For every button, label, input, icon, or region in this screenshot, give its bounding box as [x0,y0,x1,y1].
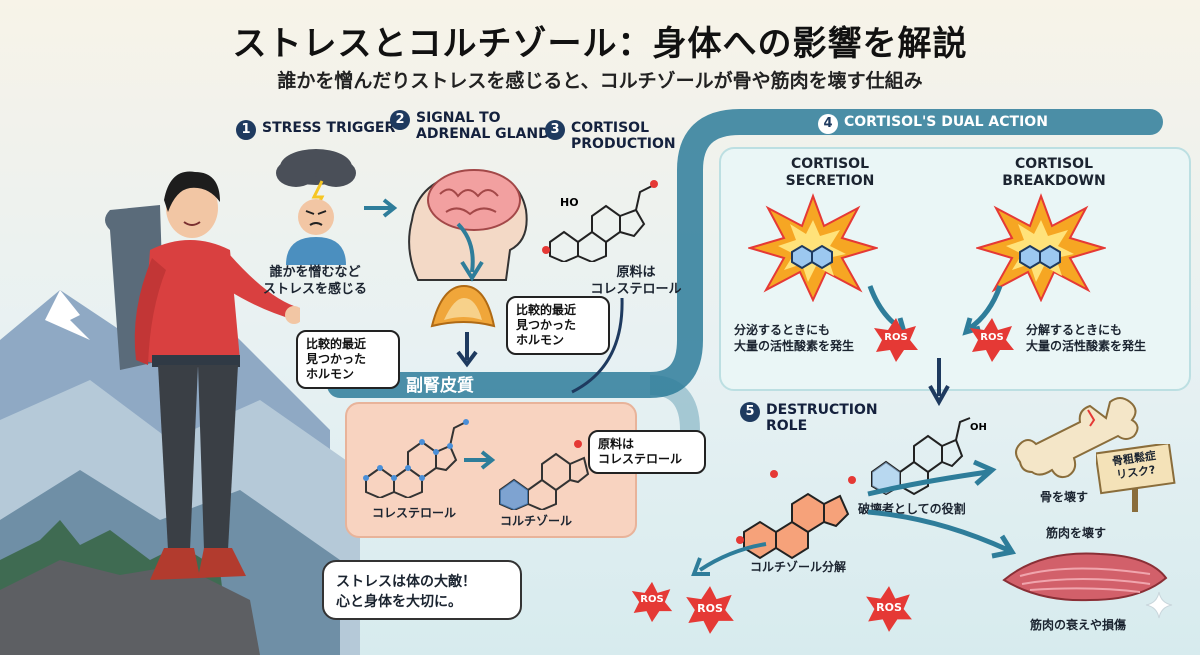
adrenal-cortex-panel [345,402,637,538]
arrow-icon [364,198,398,218]
speech-bubble-hormone: 比較的最近 見つかった ホルモン [506,296,610,355]
molecule-ho: HO [560,196,579,209]
step-label-line: ADRENAL GLAND [416,126,550,142]
molecule-oh: OH [970,422,986,433]
message-line: 心と身体を大切に。 [336,594,462,610]
cholesterol-molecule-icon [363,419,469,498]
step-5-header: 5 DESTRUCTION ROLE [740,402,878,434]
step-4-header: 4 CORTISOL'S DUAL ACTION [818,114,1048,134]
step-label-line: ROLE [766,418,808,434]
step-number: 1 [236,120,256,140]
ros-label: ROS [640,594,664,605]
step-label: STRESS TRIGGER [262,120,396,136]
message-line: ストレスは体の大敵！ [336,574,476,590]
step-number: 2 [390,110,410,130]
step-label: DESTRUCTION ROLE [766,402,878,434]
label-line: BREAKDOWN [1002,173,1106,189]
arrow-icon [464,450,496,470]
arrow-icon [456,222,484,282]
step-3-caption: 原料は コレステロール [586,264,686,298]
step-3-header: 3 CORTISOL PRODUCTION [545,120,676,152]
step-1-caption: 誰かを憎むなど ストレスを感じる [250,264,380,298]
muscle-icon [1002,552,1168,602]
explosion-icon [976,193,1106,302]
muscle-break-label: 筋肉を壊す [1046,526,1107,540]
bubble-line: 見つかった [306,352,367,366]
caption-line: 大量の活性酸素を発生 [1026,339,1147,353]
explosion-icon [748,193,878,302]
cortisol-molecule-icon [499,440,590,510]
ros-label: ROS [884,332,908,343]
label-line: CORTISOL [791,156,869,172]
ros-icon [631,581,673,623]
adrenal-gland-icon [430,284,496,328]
caption-line: 分泌するときにも [734,323,831,337]
connector-line [571,297,624,394]
step-number: 5 [740,402,760,422]
step-1-header: 1 STRESS TRIGGER [236,120,395,140]
sparkle-icon [1145,591,1173,619]
storm-cloud-icon [276,149,356,265]
cholesterol-label: コレステロール [372,506,457,520]
cortisol-label: コルチゾール [500,514,573,528]
caption-line: 原料は [616,265,656,280]
step-number: 3 [545,120,565,140]
page-title: ストレスとコルチゾール：身体への影響を解説 [232,24,968,64]
cortisol-breakdown-label: コルチゾール分解 [750,560,847,574]
bubble-line: コレステロール [598,452,683,466]
bone-break-label: 骨を壊す [1040,490,1089,504]
speech-bubble-hormone-left: 比較的最近 見つかった ホルモン [296,330,400,389]
secretion-caption: 分泌するときにも 大量の活性酸素を発生 [734,322,854,354]
ros-icon [874,318,918,362]
ros-icon [686,586,734,634]
step-label-line: CORTISOL [571,120,649,136]
bubble-line: 原料は [598,437,635,451]
bone-icon [1015,397,1139,479]
ros-icon [970,318,1014,362]
caption-line: ストレスを感じる [262,282,367,297]
page-subtitle: 誰かを憎んだりストレスを感じると、コルチゾールが骨や筋肉を壊す仕組み [277,70,923,92]
brain-icon [408,169,528,281]
bubble-line: 比較的最近 [306,337,367,351]
step-label-line: DESTRUCTION [766,402,878,418]
bubble-line: 見つかった [516,318,577,332]
step-label-line: SIGNAL TO [416,110,501,126]
arrow-icon [691,542,767,576]
breakdown-label: CORTISOL BREAKDOWN [994,156,1114,190]
caption-line: 分解するときにも [1026,323,1123,337]
caption-line: 誰かを憎むなど [269,265,361,280]
bubble-line: ホルモン [516,333,565,347]
ros-label: ROS [980,332,1004,343]
muscle-damage-label: 筋肉の衰えや損傷 [1030,618,1127,632]
breakdown-caption: 分解するときにも 大量の活性酸素を発生 [1026,322,1146,354]
steroid-molecule-icon: HO [542,180,658,262]
ros-label: ROS [876,601,902,614]
label-line: SECRETION [785,173,875,189]
ros-icon [866,586,912,632]
step-label: CORTISOL PRODUCTION [571,120,676,152]
step-2-header: 2 SIGNAL TO ADRENAL GLAND [390,110,550,142]
step-number: 4 [818,114,838,134]
label-line: CORTISOL [1015,156,1093,172]
bubble-line: 比較的最近 [516,303,577,317]
arrow-icon [456,332,478,368]
speech-bubble-raw-material: 原料は コレステロール [588,430,706,474]
warning-sign-icon [1096,444,1176,512]
step-label: SIGNAL TO ADRENAL GLAND [416,110,550,142]
secretion-label: CORTISOL SECRETION [770,156,890,190]
arrow-icon [928,358,950,407]
step-label: CORTISOL'S DUAL ACTION [844,114,1048,130]
step-label-line: PRODUCTION [571,136,676,152]
destruction-arrows [867,459,1017,559]
hiker-illustration [105,171,300,580]
ros-label: ROS [697,602,723,615]
message-box: ストレスは体の大敵！ 心と身体を大切に。 [322,560,522,620]
bubble-line: ホルモン [306,367,355,381]
cortisol-breakdown-molecule-icon [736,470,856,560]
caption-line: コレステロール [590,282,682,297]
caption-line: 大量の活性酸素を発生 [734,339,855,353]
adrenal-banner: 副腎皮質 [406,376,474,396]
